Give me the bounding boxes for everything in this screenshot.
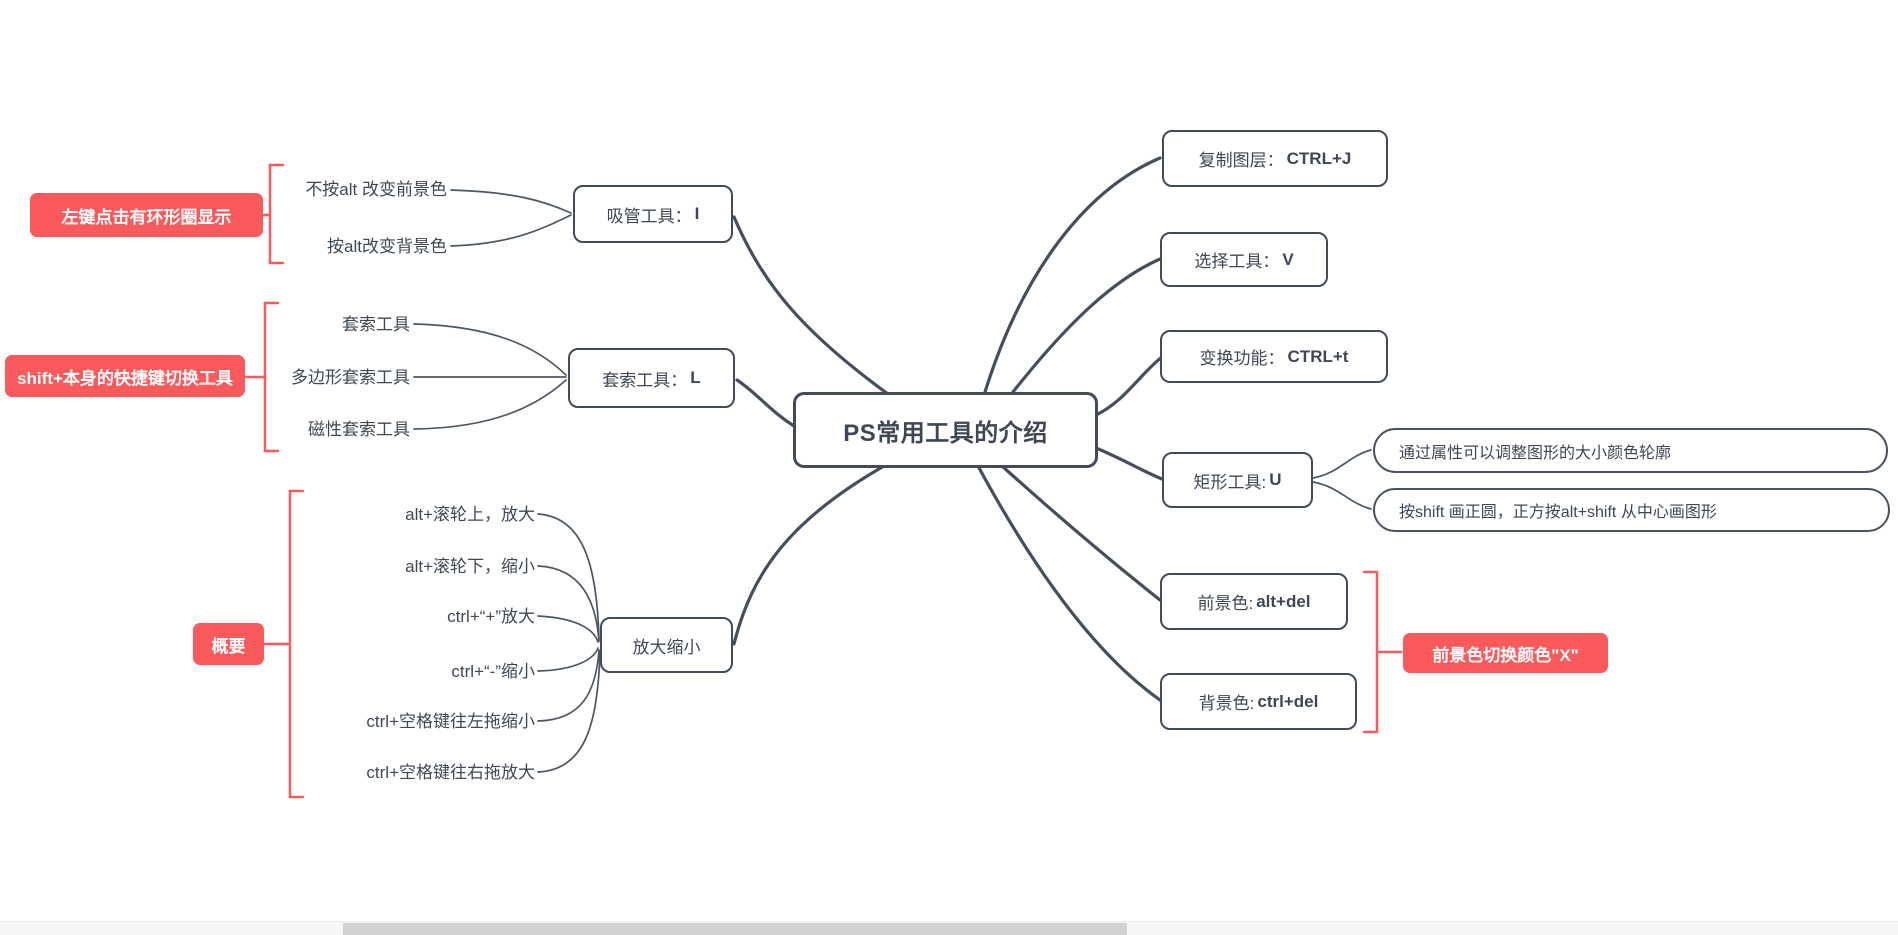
leaf-alt-background[interactable]: 按alt改变背景色 bbox=[327, 237, 447, 256]
topic-shortcut: I bbox=[694, 204, 700, 223]
topic-label: 复制图层： bbox=[1198, 151, 1284, 170]
leaf-alt-wheel-up[interactable]: alt+滚轮上，放大 bbox=[405, 505, 535, 524]
topic-label: 背景色: bbox=[1198, 694, 1255, 713]
branch-curve-qianjing bbox=[1000, 464, 1162, 602]
leaf-no-alt-foreground[interactable]: 不按alt 改变前景色 bbox=[305, 180, 447, 199]
topic-label: 前景色: bbox=[1197, 594, 1254, 613]
callout-color-switch-x[interactable]: 前景色切换颜色"X" bbox=[1403, 633, 1608, 673]
central-topic[interactable]: PS常用工具的介绍 bbox=[793, 392, 1098, 468]
branch-curve-fangda bbox=[732, 464, 886, 646]
topic-shortcut: CTRL+t bbox=[1287, 346, 1349, 366]
topic-shortcut: U bbox=[1269, 470, 1282, 489]
branch-curve-taosuo bbox=[735, 378, 796, 428]
topic-label: 套索工具： bbox=[602, 370, 688, 390]
branch-curve-xiguan bbox=[732, 215, 890, 396]
topic-shortcut: CTRL+J bbox=[1286, 148, 1352, 168]
topic-eyedropper-tool[interactable]: 吸管工具：I bbox=[573, 185, 733, 243]
callout-summary[interactable]: 概要 bbox=[193, 623, 264, 665]
topic-label: 吸管工具： bbox=[606, 206, 692, 226]
leaf-polygon-lasso[interactable]: 多边形套索工具 bbox=[291, 368, 410, 387]
leaf-ctrl-plus[interactable]: ctrl+“+”放大 bbox=[447, 607, 535, 626]
central-topic-label: PS常用工具的介绍 bbox=[843, 419, 1048, 447]
bracket-qianjingse bbox=[1362, 570, 1403, 734]
callout-shift-switch[interactable]: shift+本身的快捷键切换工具 bbox=[5, 355, 245, 397]
callout-eyedropper-ring[interactable]: 左键点击有环形圈显示 bbox=[30, 193, 263, 237]
topic-shortcut: L bbox=[690, 368, 701, 387]
topic-zoom[interactable]: 放大缩小 bbox=[600, 617, 733, 673]
branch-curve-fuzhi bbox=[983, 156, 1162, 394]
topic-transform[interactable]: 变换功能：CTRL+t bbox=[1160, 330, 1388, 383]
leaf-ctrl-minus[interactable]: ctrl+“-”缩小 bbox=[451, 662, 535, 681]
branch-curve-bianhuan bbox=[1094, 355, 1164, 417]
leaf-ctrl-space-right[interactable]: ctrl+空格键往右拖放大 bbox=[366, 763, 535, 782]
pill-rectangle-properties[interactable]: 通过属性可以调整图形的大小颜色轮廓 bbox=[1373, 428, 1888, 473]
scrollbar-thumb[interactable] bbox=[343, 923, 1127, 935]
leaf-lasso[interactable]: 套索工具 bbox=[342, 315, 410, 334]
topic-shortcut: V bbox=[1282, 249, 1294, 269]
branch-curve-xuanze bbox=[1011, 257, 1162, 394]
bracket-gaiyao bbox=[263, 489, 305, 799]
topic-label: 矩形工具: bbox=[1193, 472, 1267, 492]
leaf-alt-wheel-down[interactable]: alt+滚轮下，缩小 bbox=[405, 557, 535, 576]
topic-label: 放大缩小 bbox=[632, 637, 701, 657]
topic-move-tool[interactable]: 选择工具：V bbox=[1160, 232, 1328, 287]
branch-curve-beijing bbox=[976, 464, 1162, 702]
topic-lasso-tool[interactable]: 套索工具：L bbox=[568, 348, 735, 408]
branch-curve-juxing bbox=[1094, 446, 1164, 481]
topic-label: 选择工具： bbox=[1194, 252, 1280, 271]
topic-background-color[interactable]: 背景色:ctrl+del bbox=[1160, 673, 1357, 730]
leaf-magnetic-lasso[interactable]: 磁性套索工具 bbox=[308, 420, 410, 439]
leaf-ctrl-space-left[interactable]: ctrl+空格键往左拖缩小 bbox=[366, 712, 535, 731]
horizontal-scrollbar[interactable] bbox=[0, 921, 1898, 935]
pill-shift-circle[interactable]: 按shift 画正圆，正方按alt+shift 从中心画图形 bbox=[1373, 488, 1890, 532]
topic-shortcut: ctrl+del bbox=[1257, 691, 1319, 711]
topic-duplicate-layer[interactable]: 复制图层：CTRL+J bbox=[1162, 130, 1388, 187]
topic-label: 变换功能： bbox=[1199, 349, 1285, 368]
topic-foreground-color[interactable]: 前景色:alt+del bbox=[1160, 573, 1348, 630]
topic-rectangle-tool[interactable]: 矩形工具:U bbox=[1162, 452, 1313, 508]
topic-shortcut: alt+del bbox=[1256, 591, 1311, 611]
